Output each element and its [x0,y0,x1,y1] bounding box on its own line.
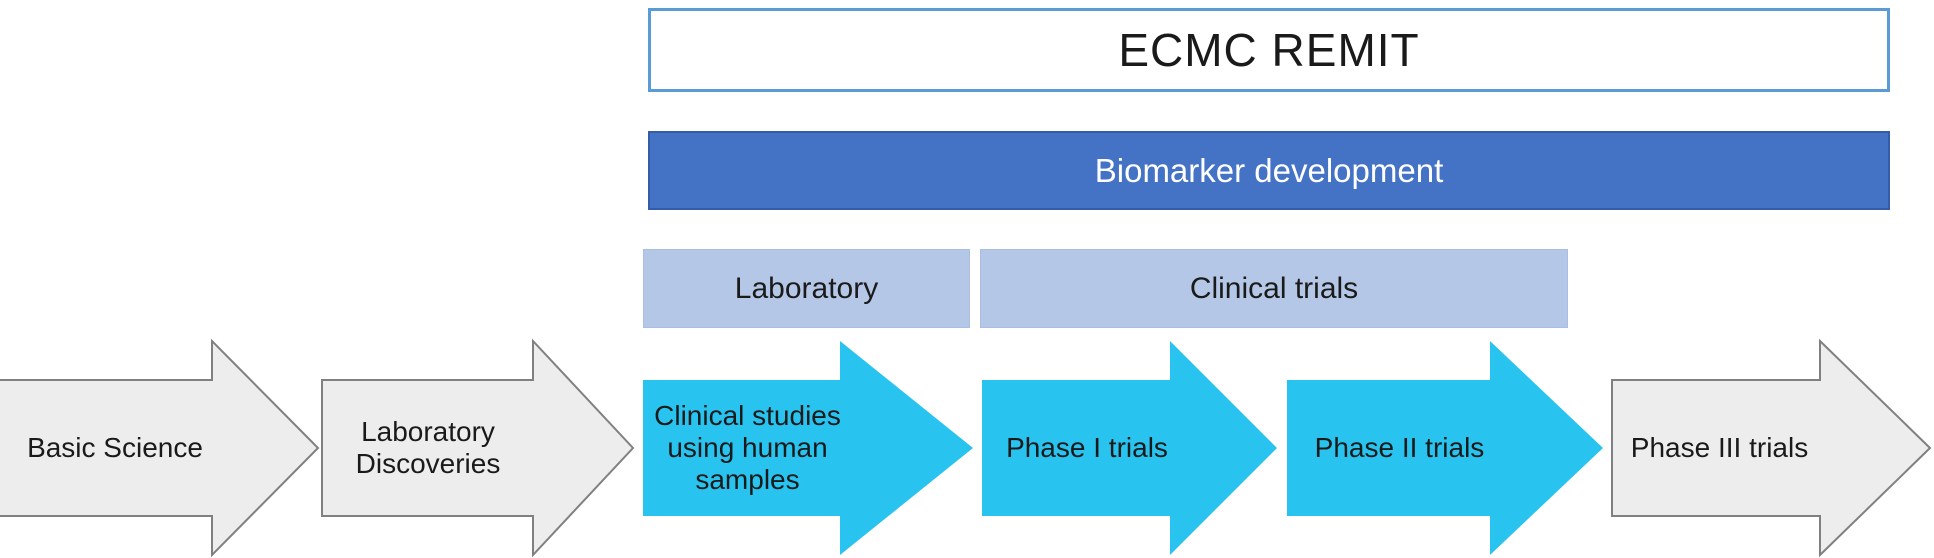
phase-1-trials-arrow-shape [982,341,1277,555]
laboratory-discoveries-arrow-label: Laboratory Discoveries [318,380,538,516]
label-line: Clinical studies [654,400,841,432]
label-line: Phase III trials [1630,432,1809,464]
clinical-trials-stage-box: Clinical trials [980,249,1568,328]
label-line: Laboratory [361,416,495,448]
label-line: Phase II trials [1314,432,1485,464]
laboratory-stage-label: Laboratory [734,271,879,305]
label-line: samples [695,463,800,495]
label-line: Phase I trials [1006,432,1168,464]
phase-1-trials-arrow-label: Phase I trials [982,380,1192,516]
clinical-trials-stage-label: Clinical trials [1189,271,1359,305]
laboratory-stage-box: Laboratory [643,249,970,328]
laboratory-discoveries-arrow-shape [321,338,635,558]
clinical-studies-arrow-shape [643,341,973,555]
ecmc-remit-title-box: ECMC REMIT [648,8,1890,92]
biomarker-development-box: Biomarker development [648,131,1890,210]
clinical-studies-arrow-label: Clinical studies using human samples [640,380,855,516]
phase-2-trials-arrow-shape [1287,341,1603,555]
phase-3-trials-arrow-label: Phase III trials [1612,380,1827,516]
basic-science-arrow-shape [0,338,320,558]
ecmc-remit-title: ECMC REMIT [1118,24,1420,76]
label-line: Basic Science [27,432,203,464]
phase-3-trials-arrow-shape [1611,338,1932,558]
label-line: using human [667,432,828,464]
basic-science-arrow-label: Basic Science [0,380,230,516]
phase-2-trials-arrow-label: Phase II trials [1287,380,1512,516]
label-line: Discoveries [355,448,501,479]
biomarker-development-label: Biomarker development [1094,151,1444,189]
